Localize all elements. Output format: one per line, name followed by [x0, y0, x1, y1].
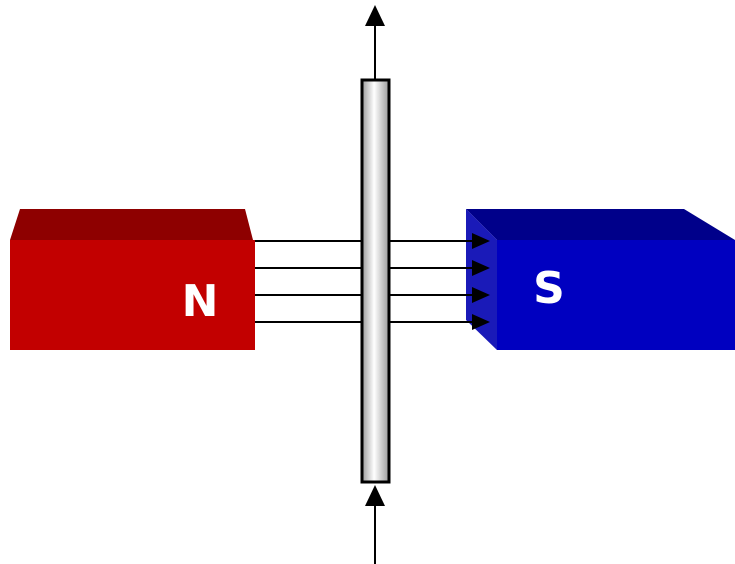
field-line-arrowhead — [472, 314, 490, 330]
north-magnet: N — [10, 209, 255, 350]
field-line-arrowhead — [472, 260, 490, 276]
field-line-arrowhead — [472, 287, 490, 303]
motion-arrows — [365, 5, 385, 564]
conductor-rod — [360, 78, 391, 484]
south-magnet: S — [466, 209, 735, 350]
north-magnet-front-face — [10, 240, 255, 350]
south-magnet-top-face — [466, 209, 735, 240]
north-magnet-top-face — [10, 209, 253, 240]
south-pole-label: S — [533, 263, 565, 314]
north-pole-label: N — [182, 276, 219, 327]
south-magnet-front-face — [497, 240, 735, 350]
top-arrow-head-icon — [365, 5, 385, 26]
bottom-arrow-head-icon — [365, 485, 385, 506]
field-line-arrowhead — [472, 233, 490, 249]
